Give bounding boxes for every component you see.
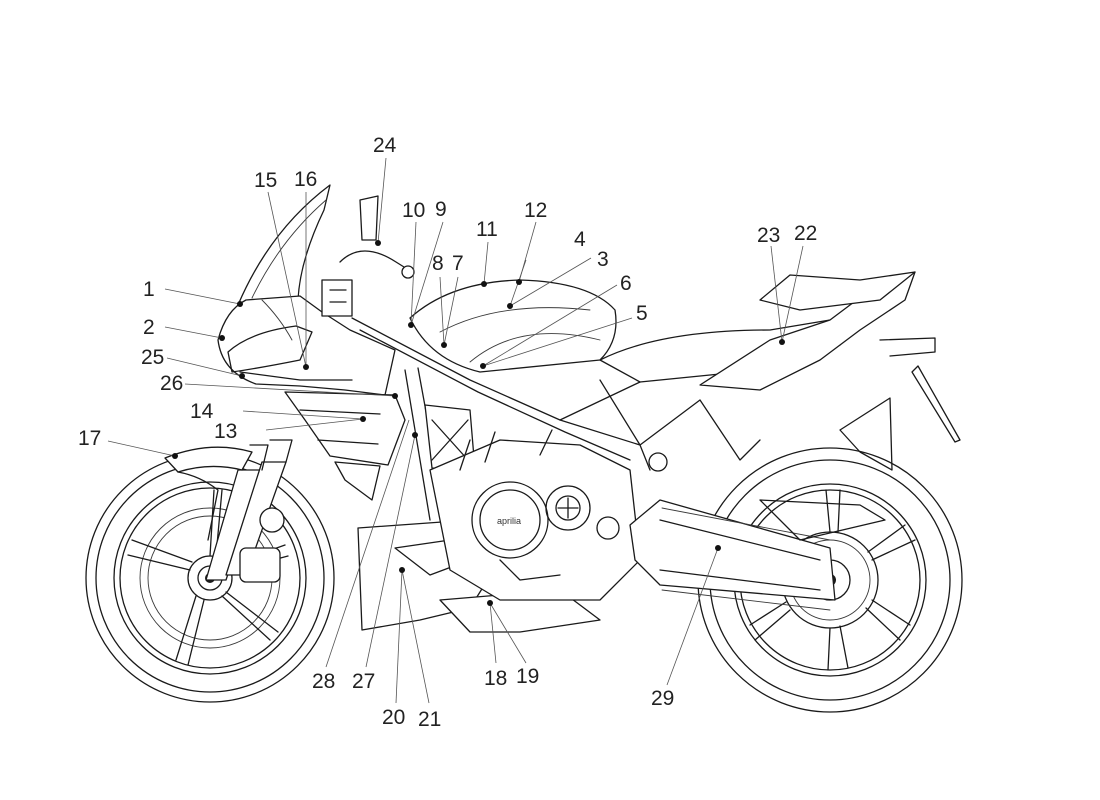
front-fairing <box>217 295 396 396</box>
callout-26: 26 <box>160 372 183 395</box>
callout-29: 29 <box>651 687 674 710</box>
callout-2: 2 <box>143 316 155 339</box>
callout-16: 16 <box>294 168 317 191</box>
callout-9: 9 <box>435 198 447 221</box>
callout-20: 20 <box>382 706 405 729</box>
side-fairing <box>284 391 406 501</box>
fuel-tank <box>409 279 617 373</box>
callout-1: 1 <box>143 278 155 301</box>
windshield <box>237 184 331 306</box>
tail-section <box>559 271 961 443</box>
callout-numbers: 1 2 3 4 5 6 7 8 9 10 11 12 13 14 15 16 1… <box>78 134 817 731</box>
callout-4: 4 <box>574 228 586 251</box>
callout-dots <box>172 240 785 606</box>
callout-27: 27 <box>352 670 375 693</box>
front-fender <box>164 446 253 541</box>
callout-10: 10 <box>402 199 425 222</box>
swingarm <box>629 499 886 611</box>
callout-6: 6 <box>620 272 632 295</box>
callout-14: 14 <box>190 400 214 423</box>
callout-22: 22 <box>794 222 817 245</box>
callout-5: 5 <box>636 302 648 325</box>
callout-11: 11 <box>476 218 498 241</box>
callout-21: 21 <box>418 708 441 731</box>
callout-8: 8 <box>432 252 444 275</box>
frame <box>351 317 701 521</box>
callout-23: 23 <box>757 224 780 247</box>
callout-13: 13 <box>214 420 237 443</box>
callout-19: 19 <box>516 665 539 688</box>
callout-leaders <box>107 157 804 704</box>
engine: aprilia <box>429 429 641 601</box>
callout-12: 12 <box>524 199 547 222</box>
callout-25: 25 <box>141 346 164 369</box>
callout-18: 18 <box>484 667 507 690</box>
handlebar-assembly <box>321 195 415 317</box>
engine-badge-text: aprilia <box>497 516 521 526</box>
callout-24: 24 <box>373 134 397 157</box>
front-fork <box>205 439 293 583</box>
rear-bodywork <box>648 397 893 472</box>
callout-7: 7 <box>452 252 464 275</box>
callout-15: 15 <box>254 169 277 192</box>
callout-28: 28 <box>312 670 335 693</box>
callout-17: 17 <box>78 427 101 450</box>
callout-3: 3 <box>597 248 609 271</box>
